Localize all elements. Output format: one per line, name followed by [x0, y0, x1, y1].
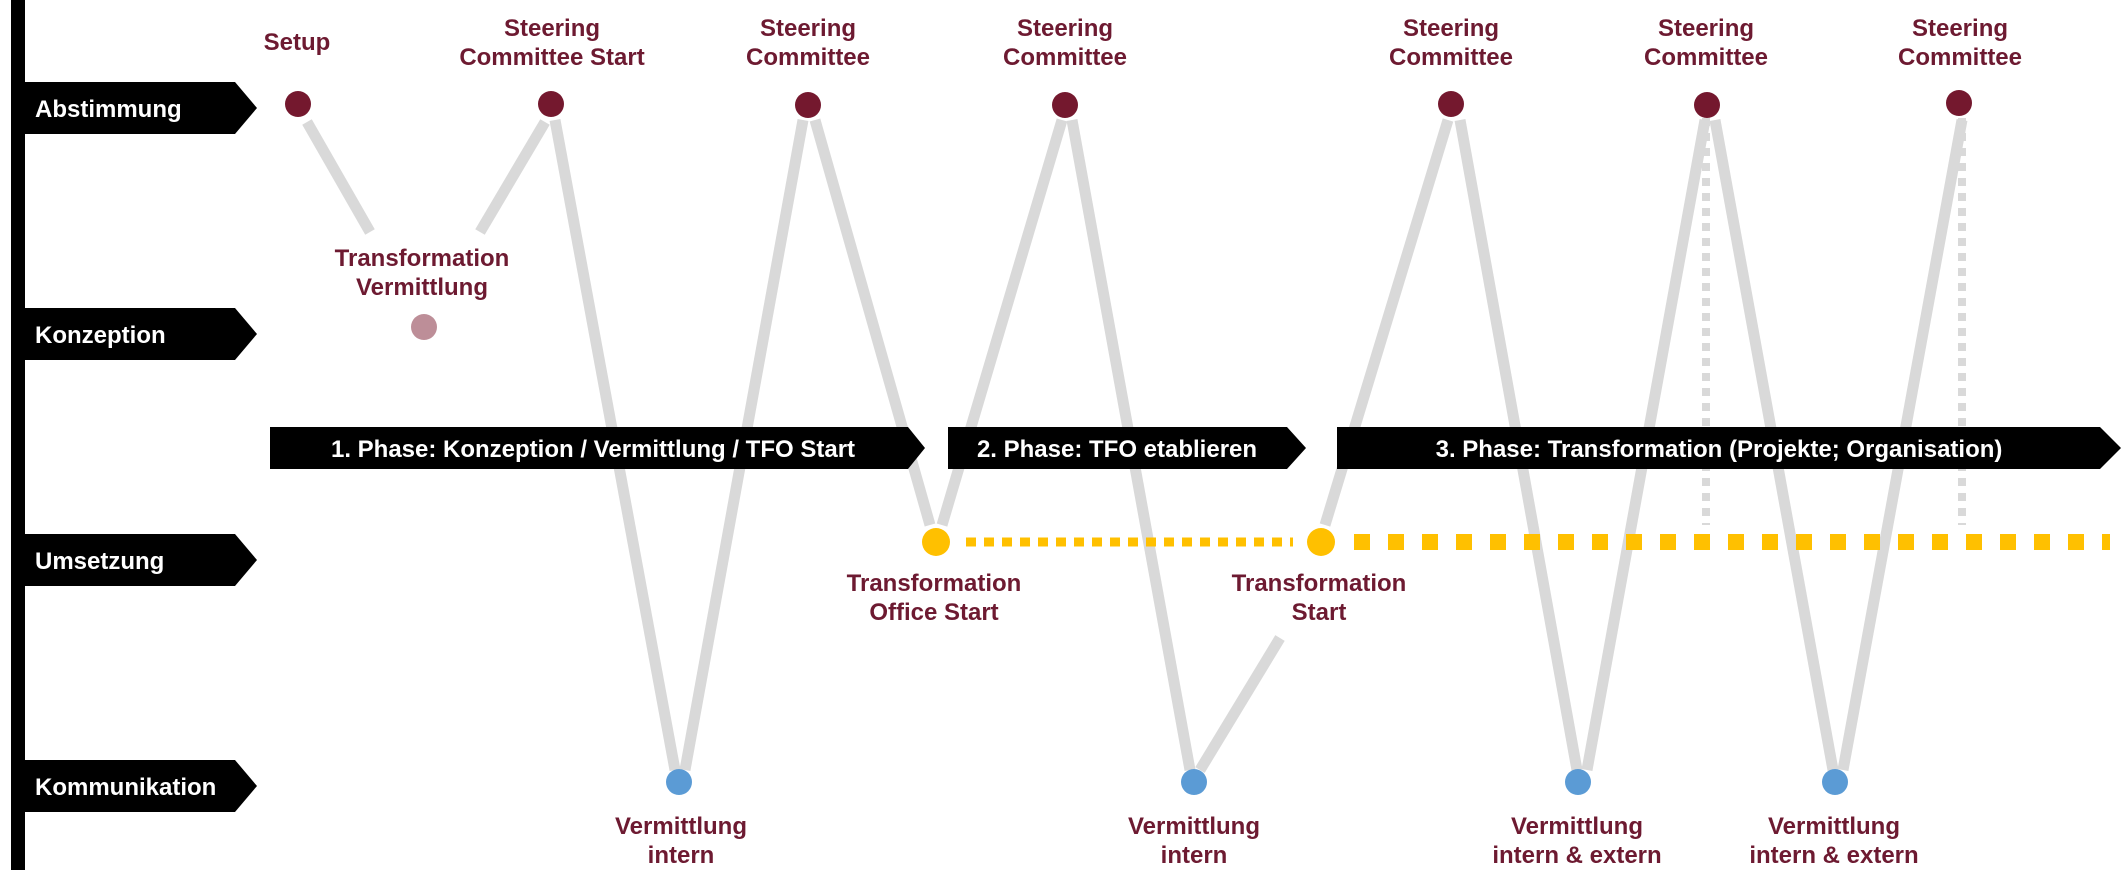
- nodes: [285, 90, 1972, 795]
- phase-label: 3. Phase: Transformation (Projekte; Orga…: [1436, 436, 2003, 463]
- lane-label: Konzeption: [35, 322, 166, 349]
- label-transformation-start-line1: Transformation: [1232, 570, 1407, 597]
- lane-arrow: [14, 760, 257, 812]
- label-vermittlung-intern-extern-2-line1: Vermittlung: [1768, 813, 1900, 840]
- label-transformation-office-start-line2: Office Start: [869, 599, 998, 626]
- label-vermittlung-intern-1-line2: intern: [648, 842, 715, 869]
- connector-transformation-vermittlung-sc-start: [475, 119, 550, 235]
- lane-label: Kommunikation: [35, 774, 216, 801]
- label-steering-committee-start-line1: Steering: [504, 15, 600, 42]
- label-vermittlung-intern-2-line1: Vermittlung: [1128, 813, 1260, 840]
- node-steering-committee-6: [1946, 90, 1972, 116]
- vertical-axis: [11, 0, 25, 870]
- label-transformation-start-line2: Start: [1292, 599, 1347, 626]
- lane-kommunikation: Kommunikation: [14, 760, 257, 812]
- label-steering-committee-4-line1: Steering: [1403, 15, 1499, 42]
- label-transformation-vermittlung-line2: Vermittlung: [356, 274, 488, 301]
- lane-konzeption: Konzeption: [14, 308, 257, 360]
- lane-abstimmung: Abstimmung: [14, 82, 257, 134]
- phase-1: 1. Phase: Konzeption / Vermittlung / TFO…: [270, 427, 925, 469]
- node-vermittlung-intern-1: [666, 769, 692, 795]
- node-transformation-vermittlung: [411, 314, 437, 340]
- lane-label: Abstimmung: [35, 96, 182, 123]
- node-steering-committee-5: [1694, 92, 1720, 118]
- label-vermittlung-intern-2-line2: intern: [1161, 842, 1228, 869]
- lane-arrow: [14, 308, 257, 360]
- label-setup: Setup: [264, 29, 331, 56]
- phase-3: 3. Phase: Transformation (Projekte; Orga…: [1337, 427, 2121, 469]
- label-steering-committee-2-line2: Committee: [746, 44, 870, 71]
- node-transformation-start: [1307, 528, 1335, 556]
- lane-arrow: [14, 82, 257, 134]
- phase-arrow: [270, 427, 925, 469]
- dotted-verticals: [1702, 118, 1966, 525]
- connector-vermittlung-intern-transformation-start: [1195, 635, 1285, 773]
- lane-arrow: [14, 534, 257, 586]
- label-vermittlung-intern-extern-1-line1: Vermittlung: [1511, 813, 1643, 840]
- label-transformation-vermittlung-line1: Transformation: [335, 245, 510, 272]
- phase-arrow: [948, 427, 1306, 469]
- phase-2: 2. Phase: TFO etablieren: [948, 427, 1306, 469]
- label-steering-committee-6-line1: Steering: [1912, 15, 2008, 42]
- node-steering-committee-start: [538, 91, 564, 117]
- phase-arrow: [1337, 427, 2121, 469]
- label-steering-committee-3-line1: Steering: [1017, 15, 1113, 42]
- node-labels: Setup Steering Committee Start Transform…: [264, 15, 2022, 869]
- label-steering-committee-6-line2: Committee: [1898, 44, 2022, 71]
- lane-label: Umsetzung: [35, 548, 164, 575]
- node-vermittlung-intern-extern-2: [1822, 769, 1848, 795]
- node-vermittlung-intern-2: [1181, 769, 1207, 795]
- label-vermittlung-intern-extern-1-line2: intern & extern: [1492, 842, 1661, 869]
- label-vermittlung-intern-extern-2-line2: intern & extern: [1749, 842, 1918, 869]
- node-setup: [285, 91, 311, 117]
- label-steering-committee-5-line1: Steering: [1658, 15, 1754, 42]
- label-steering-committee-4-line2: Committee: [1389, 44, 1513, 71]
- label-vermittlung-intern-1-line1: Vermittlung: [615, 813, 747, 840]
- lane-umsetzung: Umsetzung: [14, 534, 257, 586]
- connector-setup-transformation-vermittlung: [302, 119, 375, 235]
- label-steering-committee-start-line2: Committee Start: [459, 44, 644, 71]
- node-vermittlung-intern-extern-1: [1565, 769, 1591, 795]
- phase-label: 1. Phase: Konzeption / Vermittlung / TFO…: [331, 436, 855, 463]
- node-steering-committee-3: [1052, 92, 1078, 118]
- node-steering-committee-4: [1438, 91, 1464, 117]
- label-steering-committee-5-line2: Committee: [1644, 44, 1768, 71]
- label-steering-committee-3-line2: Committee: [1003, 44, 1127, 71]
- label-transformation-office-start-line1: Transformation: [847, 570, 1022, 597]
- phase-label: 2. Phase: TFO etablieren: [977, 436, 1257, 463]
- node-steering-committee-2: [795, 92, 821, 118]
- label-steering-committee-2-line1: Steering: [760, 15, 856, 42]
- node-transformation-office-start: [922, 528, 950, 556]
